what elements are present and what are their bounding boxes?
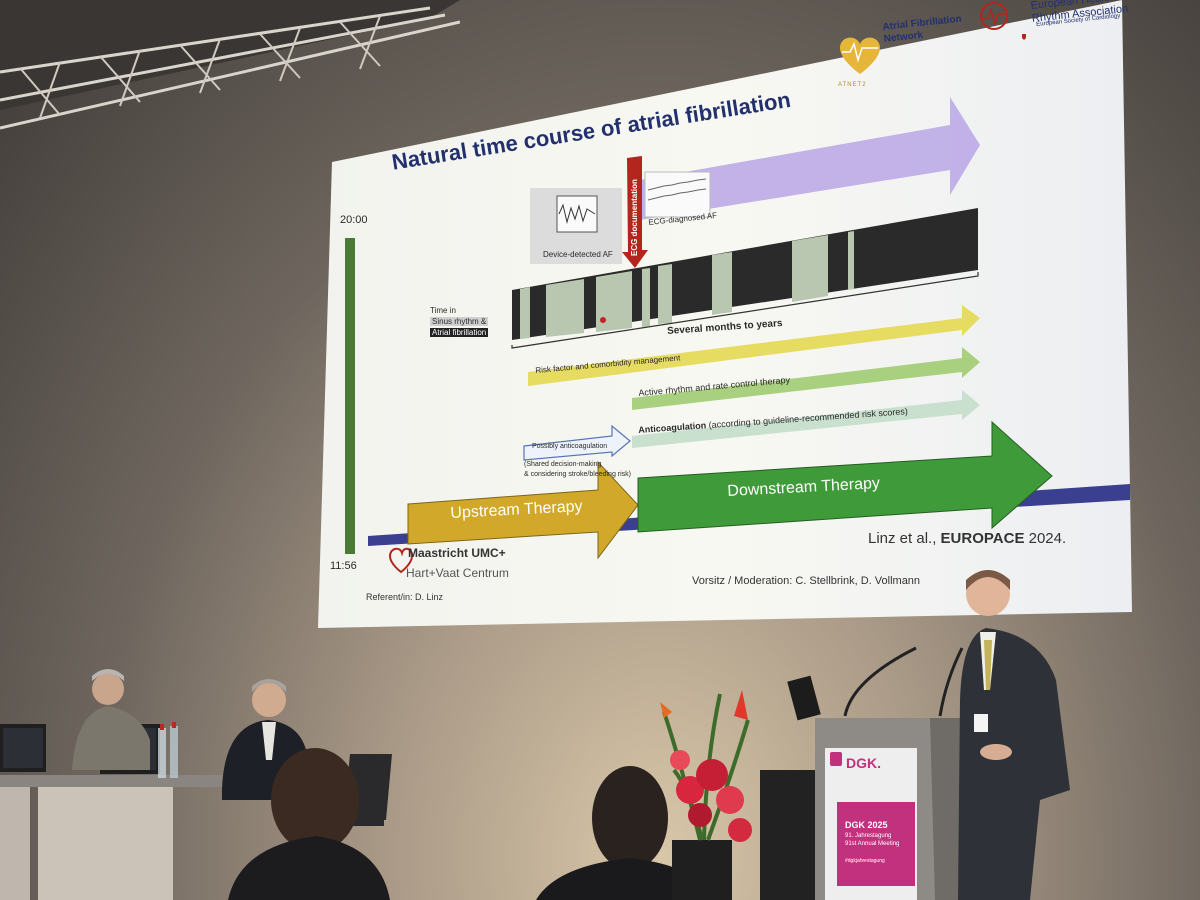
moderation-line: Vorsitz / Moderation: C. Stellbrink, D. … (692, 575, 921, 587)
hart-vaat-name: Hart+Vaat Centrum (406, 566, 509, 580)
time-top-label: 20:00 (340, 214, 368, 226)
speaker (958, 570, 1070, 900)
moderator-left (72, 669, 150, 770)
upstream-therapy-arrow (407, 460, 639, 560)
referent-line: Referent/in: D. Linz (366, 592, 444, 602)
time-in-legend: Time in Sinus rhythm & Atrial fibrillati… (430, 305, 489, 338)
afnet-heart-logo (840, 37, 880, 74)
podium-line-1: 91. Jahrestagung (845, 833, 892, 839)
risk-factor-arrow (528, 305, 980, 386)
sinus-rhythm-label: Sinus rhythm & (430, 317, 489, 326)
ecg-documentation-arrow (622, 156, 648, 268)
podium-line-2: 91st Annual Meeting (845, 841, 900, 847)
time-bar (345, 238, 355, 554)
time-bottom-label: 11:56 (330, 560, 357, 572)
citation-journal: EUROPACE (940, 530, 1025, 547)
citation-prefix: Linz et al., (868, 530, 937, 547)
time-in-label: Time in (430, 306, 456, 315)
maastricht-heart-logo (388, 547, 414, 574)
anticoagulation-arrow (632, 390, 980, 448)
purple-timeline-arrow (640, 97, 980, 220)
downstream-therapy-arrow (637, 420, 1053, 533)
podium-subtitle: 91. Jahrestagung 91st Annual Meeting (845, 832, 899, 848)
ehra-logo (980, 2, 1026, 40)
shared-decision-note: (Shared decision-making & considering st… (524, 460, 631, 480)
podium-brand: DGK. (846, 755, 881, 771)
atnet-label: ATNET2 (838, 82, 867, 88)
panel-table (0, 775, 275, 787)
shared-line-1: (Shared decision-making (524, 461, 602, 468)
podium-event: DGK 2025 (845, 820, 888, 830)
water-bottle (158, 728, 166, 778)
citation: Linz et al., EUROPACE 2024. (868, 530, 1066, 547)
microphone-left (843, 646, 917, 717)
possibly-anticoag-arrow (523, 424, 631, 461)
active-rhythm-arrow (632, 347, 980, 410)
audience-member-left (228, 748, 390, 900)
ceiling-truss (0, 0, 460, 130)
device-detected-af-label: Device-detected AF (543, 250, 613, 259)
microphone-right (938, 647, 964, 717)
podium-hashtag: #dgkjahrestagung (845, 858, 885, 864)
possibly-anticoag-label: Possibly anticoagulation (532, 443, 608, 450)
atrial-fibrillation-label: Atrial fibrillation (430, 328, 489, 337)
audience-member-right (536, 766, 712, 900)
maastricht-name: Maastricht UMC+ (408, 546, 506, 560)
shared-line-2: & considering stroke/bleeding risk) (524, 471, 631, 478)
flower-arrangement (660, 690, 752, 900)
projection-screen (318, 0, 1132, 628)
side-monitor (787, 675, 821, 721)
citation-year: 2024. (1028, 530, 1067, 547)
